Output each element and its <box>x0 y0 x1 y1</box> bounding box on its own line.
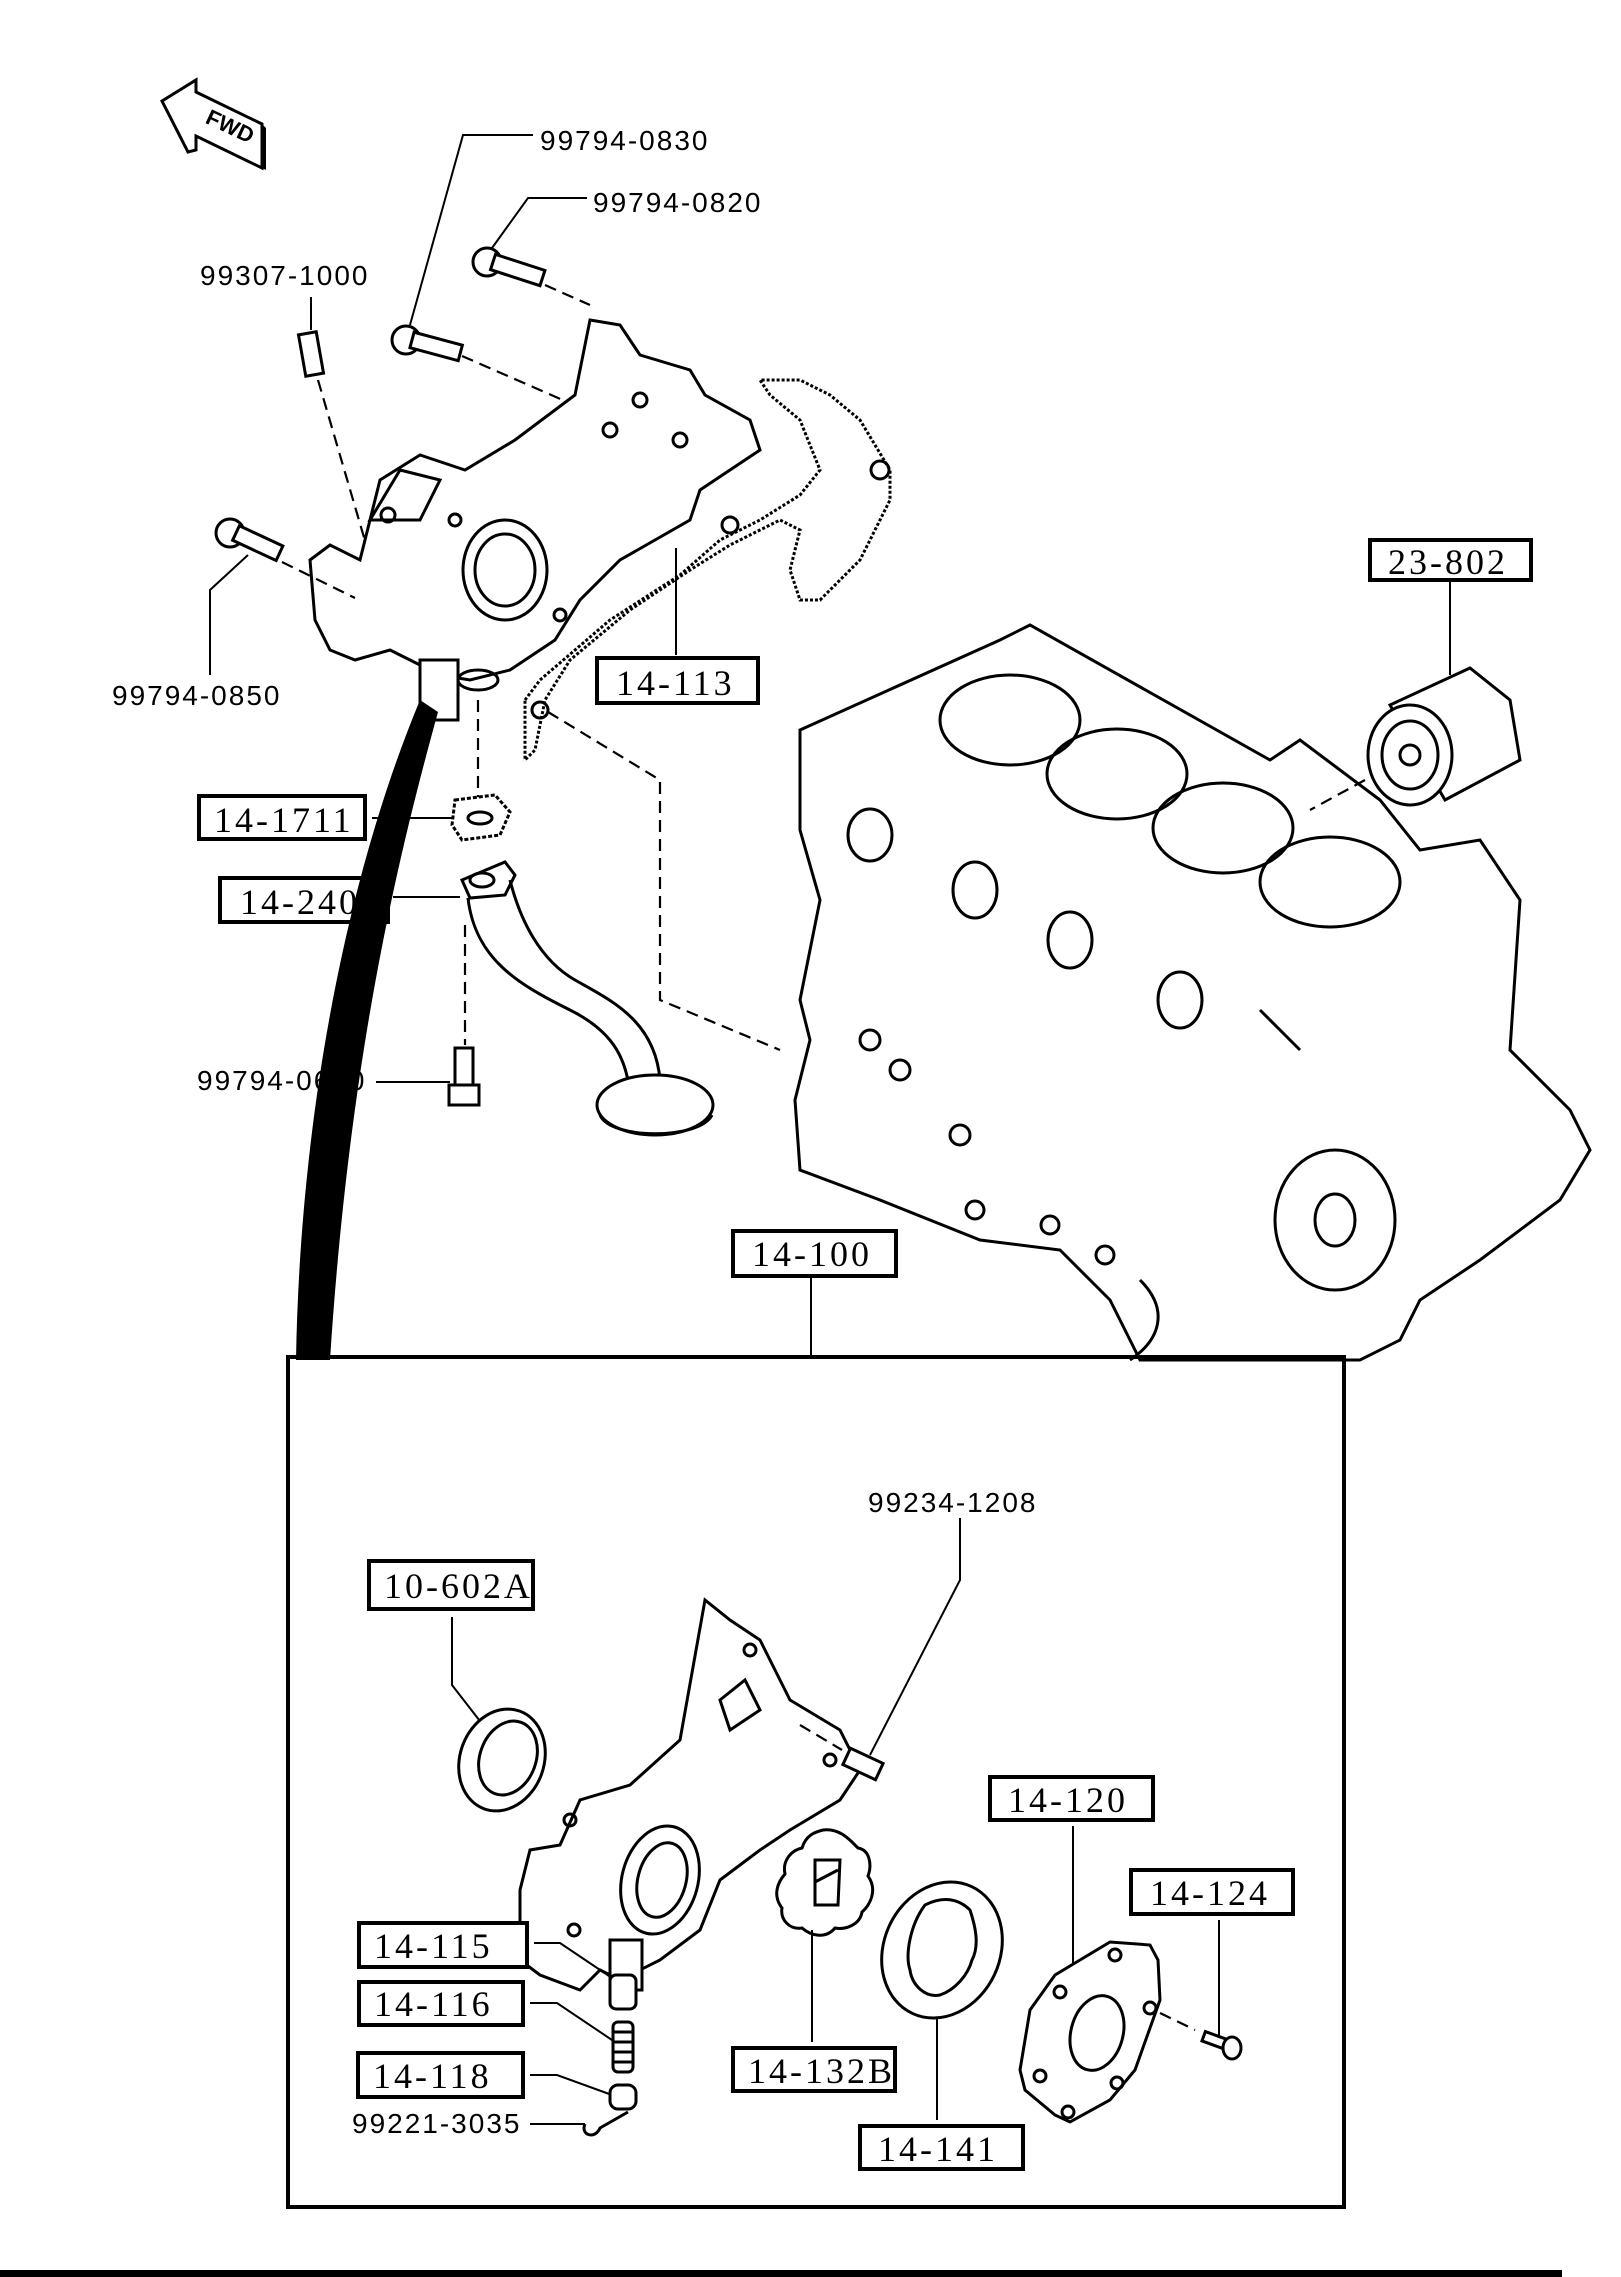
part-label-99794-0830[interactable]: 99794-0830 <box>540 125 709 156</box>
part-label-14-116[interactable]: 14-116 <box>374 1984 493 2024</box>
strainer-gasket-icon <box>450 793 512 842</box>
screw-icon <box>1200 2029 1243 2061</box>
part-label-99307-1000[interactable]: 99307-1000 <box>200 260 369 291</box>
part-label-14-141[interactable]: 14-141 <box>878 2129 998 2169</box>
part-label-14-100[interactable]: 14-100 <box>752 1234 872 1274</box>
dowel-pin-icon <box>296 330 326 378</box>
part-label-14-120[interactable]: 14-120 <box>1008 1780 1128 1820</box>
engine-block <box>793 623 1592 1362</box>
leader-line <box>209 554 249 675</box>
part-label-14-1711[interactable]: 14-1711 <box>214 800 354 840</box>
outer-rotor <box>880 1880 1004 2020</box>
part-label-14-124[interactable]: 14-124 <box>1150 1873 1270 1913</box>
leader-line <box>451 1617 484 1726</box>
section-marker <box>296 700 438 1360</box>
leader-line <box>534 1942 613 1979</box>
part-label-14-118[interactable]: 14-118 <box>373 2056 492 2096</box>
part-label-99794-0850[interactable]: 99794-0850 <box>112 680 281 711</box>
fwd-arrow-icon: FWD <box>160 77 266 171</box>
oil-filter <box>1366 666 1522 807</box>
label-box <box>357 1921 529 1969</box>
spring-seat-icon <box>608 2083 638 2111</box>
label-box <box>356 2051 525 2099</box>
front-oil-seal <box>457 1707 547 1813</box>
part-label-14-115[interactable]: 14-115 <box>374 1926 493 1966</box>
leader-line <box>869 1518 961 1756</box>
label-box <box>858 2124 1025 2171</box>
bolt-icon <box>447 1046 481 1107</box>
guide-line <box>316 379 377 576</box>
bolt-icon <box>390 324 465 363</box>
oil-pump-body-assembly <box>518 1597 862 1992</box>
part-label-99794-0820[interactable]: 99794-0820 <box>593 187 762 218</box>
leader-line <box>409 134 533 326</box>
label-box <box>197 794 367 841</box>
label-box <box>988 1775 1155 1822</box>
inner-rotor <box>775 1828 875 1937</box>
guide-line <box>544 283 591 307</box>
bottom-border <box>0 2270 1562 2277</box>
part-label-14-113[interactable]: 14-113 <box>616 663 735 703</box>
pump-cover <box>1018 1940 1162 2124</box>
label-box <box>357 1980 525 2027</box>
label-box <box>595 656 760 705</box>
leader-line <box>491 197 587 249</box>
label-box <box>731 2046 897 2093</box>
part-label-14-240[interactable]: 14-240 <box>240 882 360 922</box>
label-box <box>367 1559 535 1611</box>
guide-line <box>281 561 356 599</box>
part-label-23-802[interactable]: 23-802 <box>1388 542 1508 582</box>
label-box <box>1129 1868 1295 1916</box>
guide-line <box>799 1724 843 1751</box>
leader-line <box>530 2074 613 2096</box>
bolt-icon <box>471 246 547 288</box>
relief-plunger-icon <box>608 1973 638 2011</box>
oil-pump-body <box>308 318 762 722</box>
bolt-icon <box>214 517 285 563</box>
part-label-10-602A[interactable]: 10-602A <box>384 1566 533 1606</box>
dowel-pin-icon <box>840 1746 886 1782</box>
part-label-99221-3035[interactable]: 99221-3035 <box>352 2108 521 2139</box>
relief-spring-icon <box>611 2020 635 2074</box>
guide-line <box>1159 2012 1196 2031</box>
part-label-14-132B[interactable]: 14-132B <box>748 2051 895 2091</box>
guide-line <box>1309 779 1366 811</box>
oil-strainer <box>460 860 715 1137</box>
part-label-99234-1208[interactable]: 99234-1208 <box>868 1487 1037 1518</box>
cotter-pin-icon <box>582 2110 629 2137</box>
label-box <box>731 1229 898 1278</box>
oil-pump-gasket <box>523 378 892 764</box>
assembly-frame <box>286 1355 1346 2209</box>
leader-line <box>530 2002 613 2041</box>
label-box <box>1368 538 1533 582</box>
guide-line <box>547 711 781 1052</box>
